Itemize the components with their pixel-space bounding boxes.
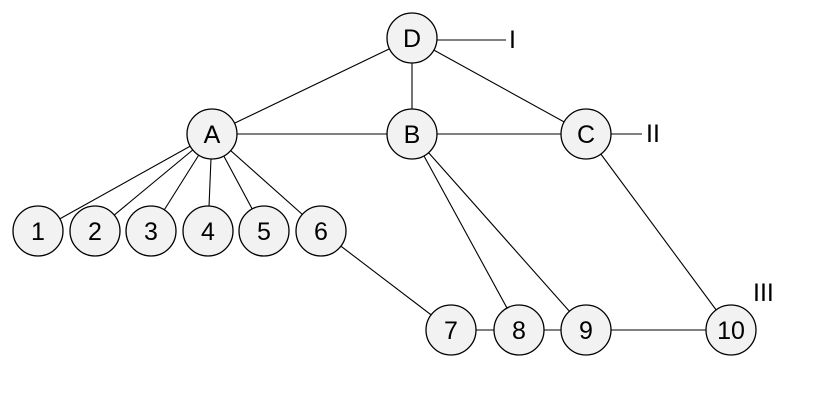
node-label: 2 (88, 218, 102, 246)
node-3: 3 (125, 205, 177, 257)
node-circle (186, 108, 238, 160)
edges-layer (37, 37, 732, 331)
node-C: C (560, 108, 612, 160)
edge-D-C (411, 37, 587, 135)
level-label-I: I (509, 26, 516, 54)
node-label: 5 (257, 218, 271, 246)
node-label: A (204, 121, 221, 149)
node-label: 7 (444, 317, 458, 345)
level-label-III: III (753, 279, 774, 307)
node-A: A (186, 108, 238, 160)
node-label: C (577, 121, 595, 149)
node-2: 2 (69, 205, 121, 257)
node-circle (425, 304, 477, 356)
node-B: B (386, 108, 438, 160)
nodes-layer: D A B C 1 2 3 4 5 6 7 8 9 10 (12, 12, 757, 356)
node-circle (386, 12, 438, 64)
node-label: 3 (144, 218, 158, 246)
node-label: B (404, 121, 421, 149)
node-label: 10 (717, 317, 745, 345)
edge-A-1 (37, 133, 213, 232)
edge-6-7 (320, 230, 452, 331)
level-label-II: II (646, 120, 660, 148)
node-D: D (386, 12, 438, 64)
node-circle (182, 205, 234, 257)
node-label: D (403, 25, 421, 53)
node-circle (69, 205, 121, 257)
edge-B-8 (411, 133, 520, 331)
node-8: 8 (493, 304, 545, 356)
node-circle (493, 304, 545, 356)
edge-C-10 (585, 133, 732, 331)
node-circle (705, 304, 757, 356)
node-circle (560, 304, 612, 356)
node-circle (125, 205, 177, 257)
node-4: 4 (182, 205, 234, 257)
edge-D-A (211, 37, 413, 135)
node-label: 1 (31, 218, 45, 246)
node-label: 8 (512, 317, 526, 345)
node-circle (12, 205, 64, 257)
node-10: 10 (705, 304, 757, 356)
node-9: 9 (560, 304, 612, 356)
node-circle (386, 108, 438, 160)
node-label: 6 (314, 218, 328, 246)
node-circle (238, 205, 290, 257)
edge-B-9 (411, 133, 587, 331)
node-7: 7 (425, 304, 477, 356)
node-circle (560, 108, 612, 160)
node-5: 5 (238, 205, 290, 257)
node-6: 6 (295, 205, 347, 257)
node-circle (295, 205, 347, 257)
node-label: 4 (201, 218, 215, 246)
node-1: 1 (12, 205, 64, 257)
level-lines-layer (436, 39, 642, 135)
node-label: 9 (579, 317, 593, 345)
